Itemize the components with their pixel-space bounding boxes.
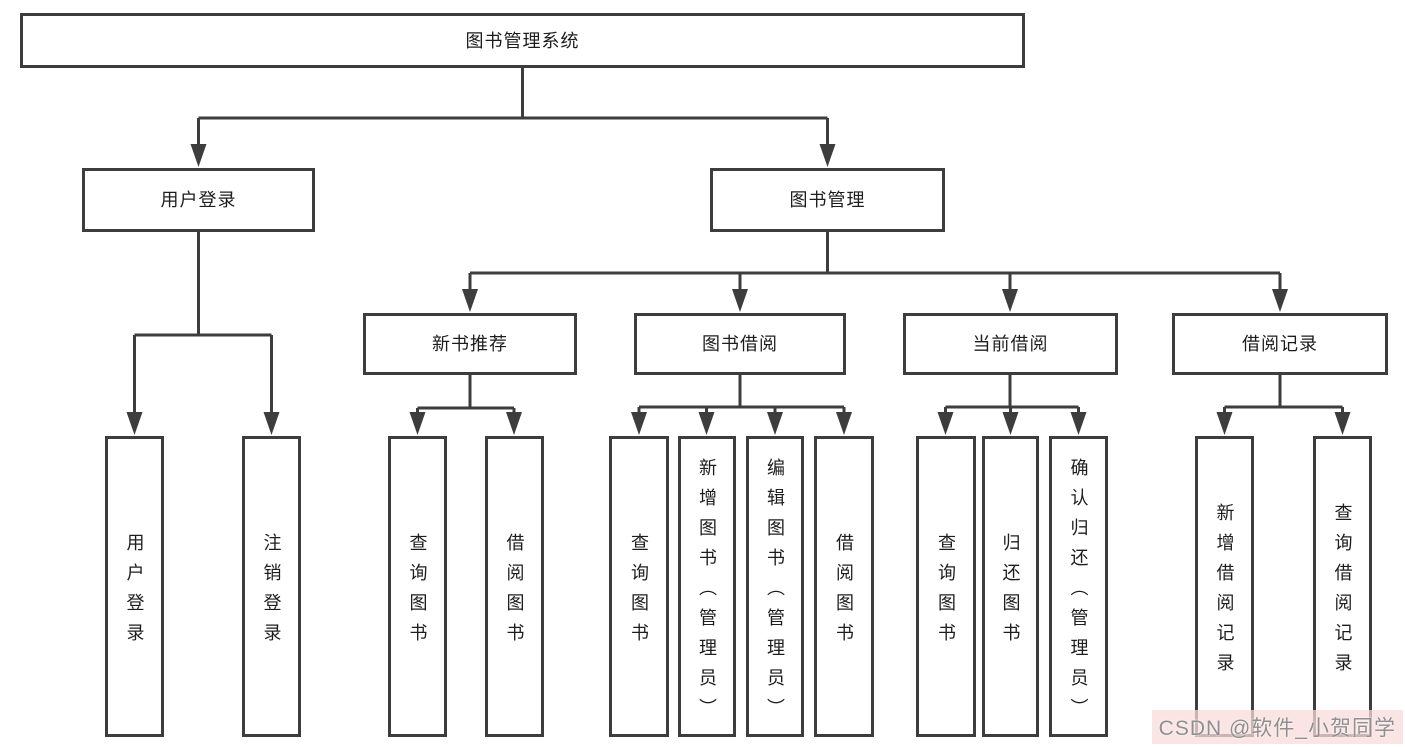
node-user-login: 用户登录 [82,168,315,232]
leaf-add-borrow-record: 新增借阅记录 [1195,436,1254,737]
node-book-management: 图书管理 [710,168,945,232]
node-borrowing-records: 借阅记录 [1172,313,1388,375]
leaf-edit-book-admin: 编辑图书（管理员） [746,436,804,737]
arrowheads [126,144,1351,435]
node-label: 借阅图书 [834,532,854,653]
node-label: 图书借阅 [702,334,778,354]
node-new-book-recommendation: 新书推荐 [363,313,577,375]
node-label: 图书管理系统 [465,30,580,51]
node-label: 新增图书（管理员） [697,457,717,728]
leaf-search-books-current: 查询图书 [916,436,976,737]
node-current-borrowing: 当前借阅 [903,313,1118,375]
node-label: 确认归还（管理员） [1068,457,1089,728]
node-label: 查询借阅记录 [1332,502,1353,683]
node-label: 用户登录 [124,532,145,653]
csdn-watermark: CSDN @软件_小贺同学 [1151,710,1403,744]
node-label: 新增借阅记录 [1214,502,1235,683]
node-label: 用户登录 [160,190,237,210]
leaf-user-login: 用户登录 [105,436,164,737]
leaf-search-books-recommend: 查询图书 [388,436,447,737]
leaf-search-borrow-record: 查询借阅记录 [1313,436,1372,737]
node-library-management-system: 图书管理系统 [20,13,1025,68]
node-label: 新书推荐 [432,334,508,354]
node-label: 归还图书 [1000,532,1021,653]
leaf-borrow-books-recommend: 借阅图书 [485,436,544,737]
node-label: 借阅图书 [504,532,525,653]
node-label: 图书管理 [789,190,866,210]
node-label: 查询图书 [936,532,956,653]
node-label: 借阅记录 [1242,334,1318,354]
leaf-logout: 注销登录 [242,436,301,737]
node-label: 注销登录 [261,532,282,653]
node-label: 当前借阅 [972,334,1049,354]
node-book-borrowing: 图书借阅 [634,313,846,375]
node-label: 查询图书 [407,532,428,653]
leaf-search-books-borrowing: 查询图书 [609,436,669,737]
leaf-add-book-admin: 新增图书（管理员） [678,436,736,737]
node-label: 查询图书 [629,532,649,653]
leaf-return-books: 归还图书 [982,436,1039,737]
leaf-confirm-return-admin: 确认归还（管理员） [1049,436,1108,737]
node-label: 编辑图书（管理员） [765,457,785,728]
leaf-borrow-books-borrowing: 借阅图书 [814,436,874,737]
